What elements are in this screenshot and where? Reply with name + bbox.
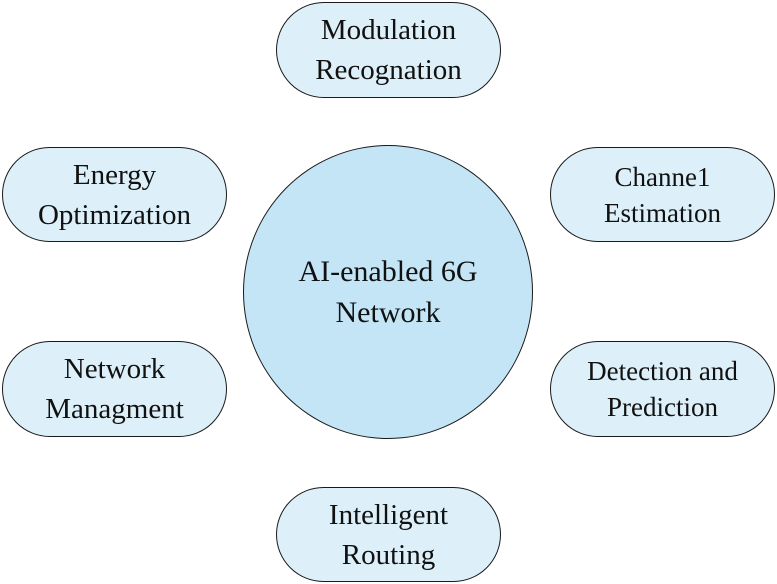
node-energy-optimization: Energy Optimization bbox=[2, 147, 227, 242]
node-channel-line-2: Estimation bbox=[604, 197, 721, 228]
node-detection-line-1: Detection and bbox=[587, 356, 738, 386]
node-modulation-recognition: Modulation Recognation bbox=[276, 2, 501, 98]
node-detection-line-2: Prediction bbox=[607, 392, 718, 422]
node-detection-prediction: Detection and Prediction bbox=[550, 341, 775, 437]
node-modulation-line-2: Recognation bbox=[315, 54, 462, 86]
node-network-line-1: Network bbox=[63, 353, 166, 385]
node-routing-line-2: Routing bbox=[341, 538, 436, 571]
node-network-line-2: Managment bbox=[45, 393, 184, 425]
node-channel-estimation: Channe1 Estimation bbox=[550, 147, 775, 242]
node-intelligent-routing: Intelligent Routing bbox=[276, 487, 501, 582]
node-modulation-line-1: Modulation bbox=[320, 14, 457, 46]
center-node-line-2: Network bbox=[335, 296, 441, 329]
node-energy-line-2: Optimization bbox=[37, 198, 192, 231]
node-energy-line-1: Energy bbox=[72, 158, 157, 191]
node-channel-line-1: Channe1 bbox=[614, 161, 711, 192]
center-node-line-1: AI-enabled 6G bbox=[298, 255, 478, 288]
node-routing-line-1: Intelligent bbox=[328, 498, 449, 531]
node-network-management: Network Managment bbox=[2, 341, 227, 437]
center-node-ai-6g-network: AI-enabled 6G Network bbox=[243, 145, 533, 439]
